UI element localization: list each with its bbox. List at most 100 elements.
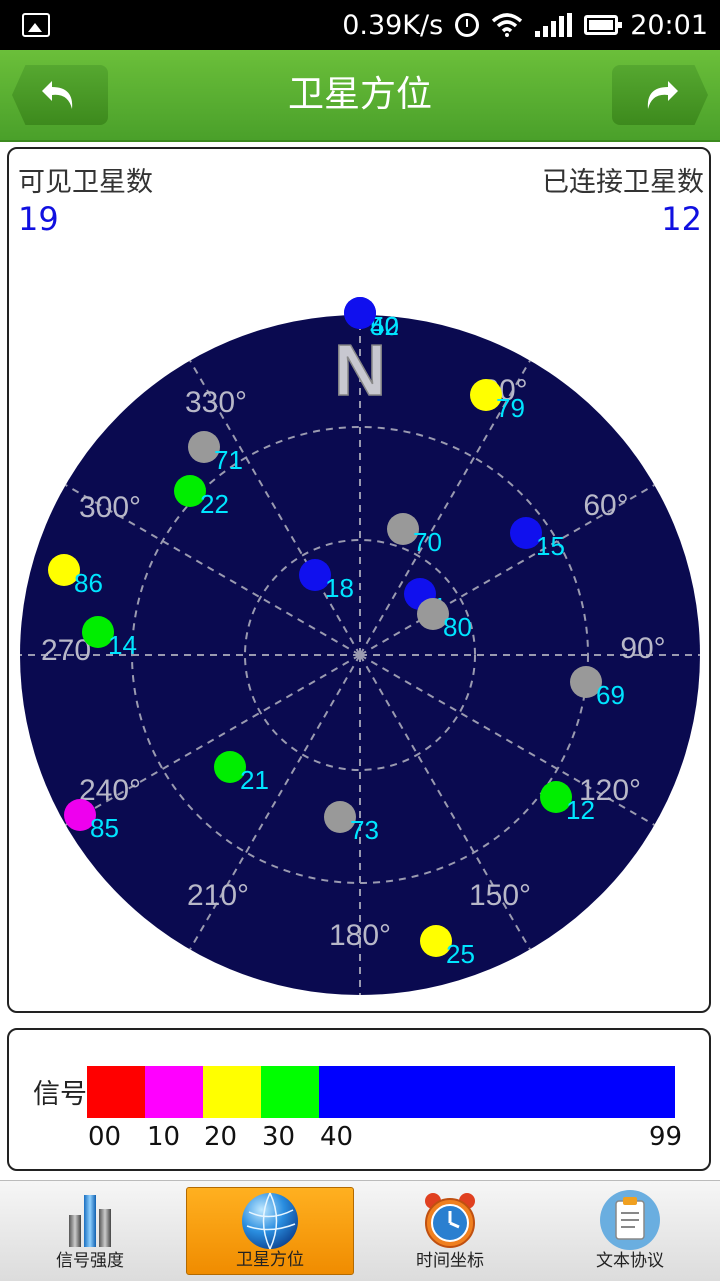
satellite-dot <box>470 379 502 411</box>
degree-label: 240° <box>79 774 141 807</box>
legend-tick: 30 <box>262 1122 296 1152</box>
satellite-22: 22 <box>174 475 229 519</box>
satellite-69: 69 <box>570 666 625 710</box>
degree-label: 330° <box>185 386 247 419</box>
satellite-25: 25 <box>420 925 475 969</box>
back-arrow-icon <box>42 81 73 109</box>
visible-satellites-label: 可见卫星数 <box>18 167 153 198</box>
satellite-73: 73 <box>324 801 379 845</box>
satellite-id: 25 <box>446 939 475 969</box>
satellite-14: 14 <box>82 616 137 660</box>
azimuth-line <box>359 360 531 656</box>
connected-satellites-count: 12 <box>661 200 702 238</box>
clock: 20:01 <box>630 9 708 41</box>
tab-text-protocol[interactable]: 文本协议 <box>546 1187 714 1275</box>
forward-button[interactable] <box>612 65 708 125</box>
forward-arrow-icon <box>647 81 678 109</box>
satellite-71: 71 <box>188 431 243 475</box>
connected-satellites-label: 已连接卫星数 <box>542 167 704 198</box>
degree-label: 300° <box>79 491 141 524</box>
satellite-21: 21 <box>214 751 269 795</box>
tab-satellite-position[interactable]: 卫星方位 <box>186 1187 354 1275</box>
cell-signal-icon <box>535 13 573 37</box>
satellite-id: 14 <box>108 630 137 660</box>
satellite-85: 85 <box>64 799 119 843</box>
legend-tick: 10 <box>147 1122 181 1152</box>
satellite-15: 15 <box>510 517 565 561</box>
legend-segment <box>87 1066 145 1118</box>
azimuth-line <box>189 360 361 656</box>
degree-labels: 330°300°270°240°210°180°150°120°90°60°30… <box>41 374 666 952</box>
tab-time-coordinates[interactable]: 时间坐标 <box>366 1187 534 1275</box>
degree-label: 150° <box>469 879 531 912</box>
legend-segment <box>145 1066 203 1118</box>
azimuth-line <box>359 654 655 826</box>
satellite-dot <box>214 751 246 783</box>
legend-segment <box>261 1066 319 1118</box>
satellite-18: 18 <box>299 559 354 603</box>
alarm-clock-icon <box>425 1193 475 1248</box>
signal-legend-label: 信号 <box>33 1079 87 1110</box>
azimuth-line <box>359 484 655 656</box>
alarm-icon <box>455 13 480 37</box>
satellite-79: 79 <box>470 379 525 423</box>
satellite-dot <box>188 431 220 463</box>
azimuth-line <box>65 484 361 656</box>
satellite-id: 21 <box>240 765 269 795</box>
satellite-id: 80 <box>443 612 472 642</box>
satellite-id: 73 <box>350 815 379 845</box>
bar-chart-icon <box>69 1195 111 1247</box>
visible-satellites-count: 19 <box>18 200 59 238</box>
satellite-dot <box>82 616 114 648</box>
azimuth-line <box>359 654 531 950</box>
satellite-id: 18 <box>325 573 354 603</box>
signal-color-bar <box>87 1066 675 1118</box>
satellite-dot <box>48 554 80 586</box>
page-title: 卫星方位 <box>287 74 432 115</box>
satellite-id: 42 <box>370 311 399 341</box>
back-button[interactable] <box>12 65 108 125</box>
degree-label: 90° <box>620 632 665 665</box>
satellite-86: 86 <box>48 554 103 598</box>
satellite-dot <box>174 475 206 507</box>
satellite-id: 12 <box>566 795 595 825</box>
sky-plot-grid <box>20 315 700 995</box>
wifi-icon <box>492 13 523 37</box>
satellite-id: 86 <box>74 568 103 598</box>
satellite-dot <box>417 598 449 630</box>
legend-segment <box>319 1066 675 1118</box>
satellite-dot <box>387 513 419 545</box>
north-marker: N <box>334 331 386 411</box>
satellite-dot <box>510 517 542 549</box>
clipboard-icon <box>600 1190 660 1250</box>
degree-label: 60° <box>583 489 628 522</box>
title-bar: 卫星方位 <box>0 50 720 142</box>
satellite-dot <box>540 781 572 813</box>
degree-label: 210° <box>187 879 249 912</box>
azimuth-line <box>189 654 361 950</box>
bottom-tab-bar: 信号强度 卫星方位 时间坐标 文本协议 <box>0 1180 720 1281</box>
satellite-dot <box>324 801 356 833</box>
satellite-id: 15 <box>536 531 565 561</box>
tab-label: 信号强度 <box>56 1251 124 1271</box>
network-speed: 0.39K/s <box>342 9 444 41</box>
satellite-dot <box>64 799 96 831</box>
satellite-dot <box>299 559 331 591</box>
satellite-dot <box>420 925 452 957</box>
elevation-ring <box>244 539 476 771</box>
legend-tick: 40 <box>320 1122 354 1152</box>
status-bar: 0.39K/s 20:01 <box>0 0 720 50</box>
tab-label: 文本协议 <box>596 1251 664 1271</box>
sky-plot: 330°300°270°240°210°180°150°120°90°60°30… <box>20 297 700 995</box>
satellite-id: 69 <box>596 680 625 710</box>
degree-label: 120° <box>579 774 641 807</box>
satellite-id: 22 <box>200 489 229 519</box>
tab-signal-strength[interactable]: 信号强度 <box>6 1187 174 1275</box>
degree-label: 180° <box>329 919 391 952</box>
satellite-70: 70 <box>387 513 442 557</box>
satellite-id: 79 <box>496 393 525 423</box>
satellite-id: 70 <box>413 527 442 557</box>
legend-tick: 20 <box>204 1122 238 1152</box>
legend-tick: 00 <box>88 1122 122 1152</box>
azimuth-line <box>65 654 361 826</box>
